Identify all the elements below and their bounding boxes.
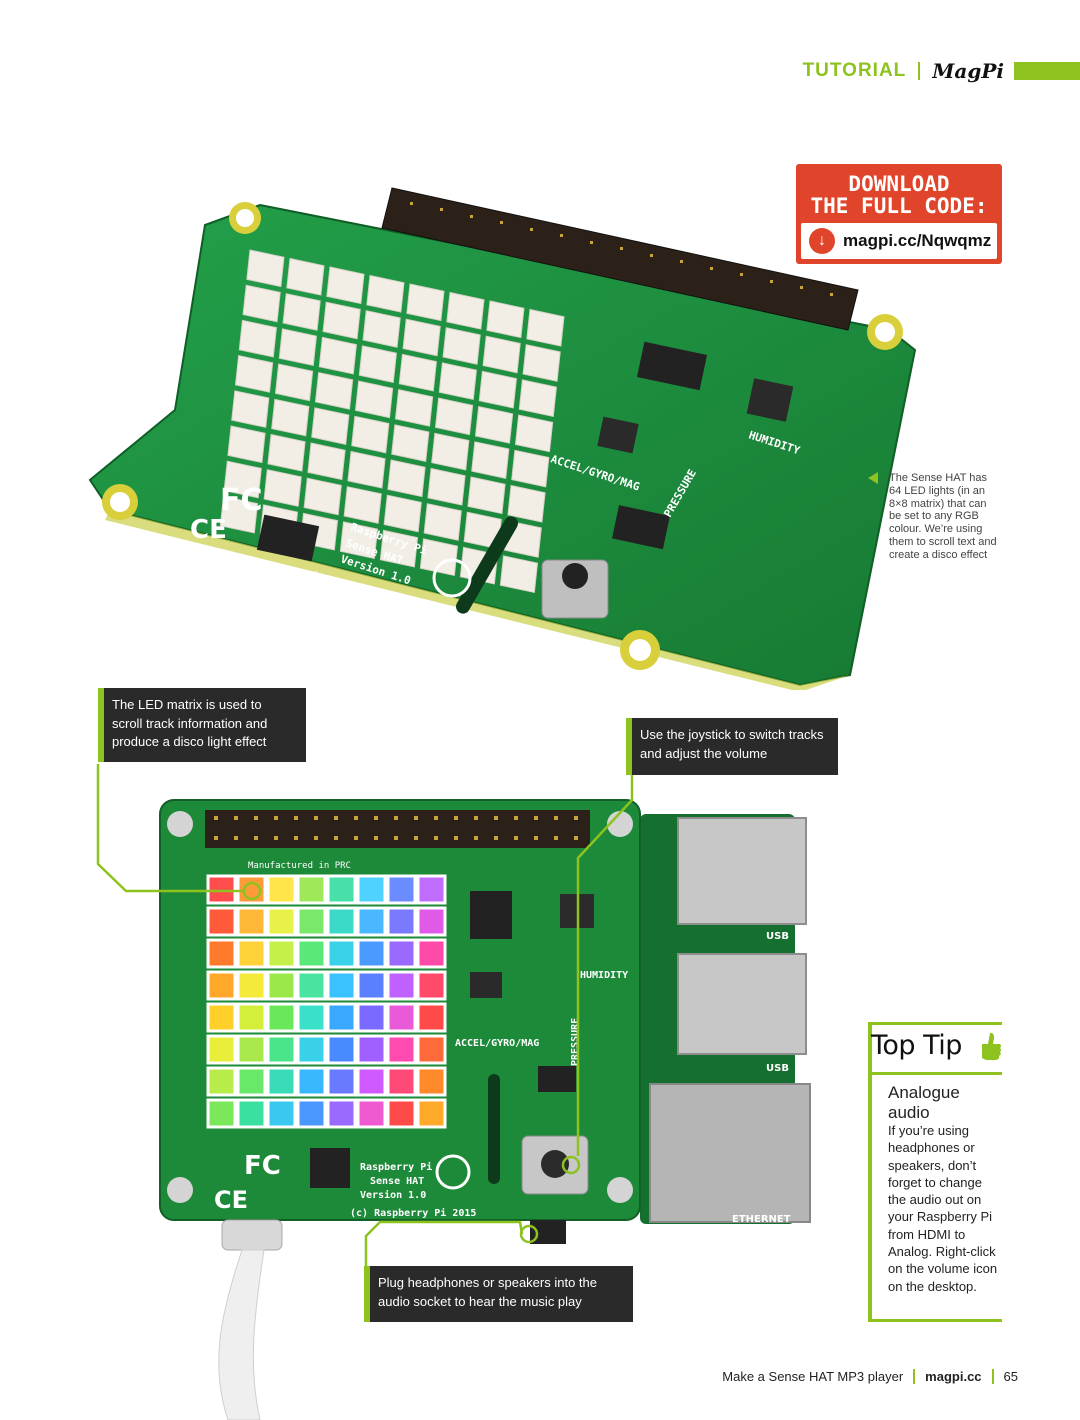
tip-body: If you’re using headphones or speakers, … <box>888 1123 998 1294</box>
download-title-line2: THE FULL CODE: <box>810 194 988 218</box>
sense-hat-photo: ACCEL/GYRO/MAG HUMIDITY PRESSURE Raspber… <box>88 187 917 690</box>
page-header: TUTORIAL MagPi <box>803 58 1080 84</box>
section-label: TUTORIAL <box>802 60 907 81</box>
tip-bottom-rule <box>868 1319 1002 1322</box>
tip-accent-bar <box>868 1022 872 1322</box>
pi-with-sense-hat-photo: USB USB ETHERNET Manufactured in PRC ACC… <box>159 799 811 1420</box>
callout-audio-text: Plug headphones or speakers into the aud… <box>378 1275 597 1309</box>
tip-top-rule <box>868 1022 1002 1025</box>
silk-usb2: USB <box>766 1063 789 1074</box>
tip-subtitle: Analogue audio <box>888 1083 960 1122</box>
tip-title: Top Tip <box>871 1030 962 1061</box>
magazine-logo: MagPi <box>932 59 1004 83</box>
top-tip-box: Top Tip Analogue audio If you’re using h… <box>868 1022 1002 1322</box>
silk-humidity-bottom: HUMIDITY <box>580 970 628 981</box>
svg-text:FC: FC <box>220 483 263 518</box>
silk-brand1-bottom: Raspberry Pi <box>360 1161 432 1173</box>
header-accent-bar <box>1014 62 1080 80</box>
silk-pressure-bottom: PRESSURE <box>570 1018 581 1066</box>
download-title-line1: DOWNLOAD <box>848 172 950 196</box>
svg-text:CE: CE <box>214 1186 248 1214</box>
footer-divider <box>991 1369 994 1384</box>
svg-text:CE: CE <box>190 515 227 545</box>
callout-accent-bar <box>364 1266 370 1322</box>
download-title: DOWNLOAD THE FULL CODE: <box>796 173 1002 217</box>
callout-led-text: The LED matrix is used to scroll track i… <box>112 697 268 749</box>
header-divider <box>918 62 921 80</box>
silk-brand3-bottom: Version 1.0 <box>360 1189 426 1201</box>
silk-accel-bottom: ACCEL/GYRO/MAG <box>455 1038 539 1049</box>
footer-article-title: Make a Sense HAT MP3 player <box>722 1369 904 1384</box>
callout-accent-bar <box>626 718 632 775</box>
silk-ethernet: ETHERNET <box>732 1214 791 1225</box>
callout-joystick-text: Use the joystick to switch tracks and ad… <box>640 727 824 761</box>
page-number: 65 <box>1003 1369 1018 1384</box>
silk-brand4-bottom: (c) Raspberry Pi 2015 <box>350 1207 476 1219</box>
footer-site[interactable]: magpi.cc <box>925 1369 982 1384</box>
download-code-box[interactable]: DOWNLOAD THE FULL CODE: ↓ magpi.cc/Nqwqm… <box>796 164 1002 264</box>
footer-divider <box>913 1369 916 1384</box>
tip-mid-rule <box>868 1072 1002 1075</box>
download-icon: ↓ <box>809 228 835 254</box>
silk-brand2-bottom: Sense HAT <box>370 1176 424 1187</box>
thumbs-up-icon <box>982 1032 1001 1060</box>
side-caption: The Sense HAT has 64 LED lights (in an 8… <box>868 472 998 562</box>
side-caption-text: The Sense HAT has 64 LED lights (in an 8… <box>889 472 997 561</box>
download-url-box[interactable]: ↓ magpi.cc/Nqwqmz <box>801 223 997 259</box>
callout-audio: Plug headphones or speakers into the aud… <box>364 1266 633 1322</box>
caption-arrow-icon <box>868 472 878 484</box>
callout-joystick: Use the joystick to switch tracks and ad… <box>626 718 838 775</box>
svg-text:FC: FC <box>244 1151 281 1181</box>
page-footer: Make a Sense HAT MP3 player magpi.cc 65 <box>722 1369 1018 1384</box>
silk-made: Manufactured in PRC <box>248 861 351 871</box>
callout-led-matrix: The LED matrix is used to scroll track i… <box>98 688 306 762</box>
download-url[interactable]: magpi.cc/Nqwqmz <box>843 231 992 250</box>
callout-accent-bar <box>98 688 104 762</box>
silk-usb1: USB <box>766 931 789 942</box>
